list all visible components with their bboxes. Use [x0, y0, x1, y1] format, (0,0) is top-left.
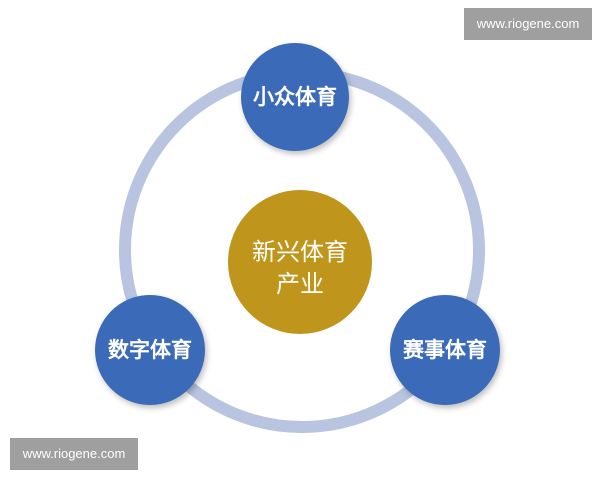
center-circle	[228, 190, 372, 334]
center-label-line2: 产业	[276, 270, 324, 298]
center-label-line1: 新兴体育	[252, 238, 348, 266]
node-circle	[241, 43, 349, 151]
watermark-top: www.riogene.com	[464, 8, 592, 40]
node-label: 小众体育	[253, 85, 337, 109]
node-event-sports: 赛事体育	[390, 295, 500, 405]
node-circle	[390, 295, 500, 405]
node-label: 赛事体育	[402, 338, 487, 362]
node-niche-sports: 小众体育	[241, 43, 349, 151]
node-label: 数字体育	[108, 338, 192, 362]
node-circle	[95, 295, 205, 405]
node-digital-sports: 数字体育	[95, 295, 205, 405]
watermark-bottom: www.riogene.com	[10, 438, 138, 470]
center-node: 新兴体育 产业	[228, 190, 372, 334]
